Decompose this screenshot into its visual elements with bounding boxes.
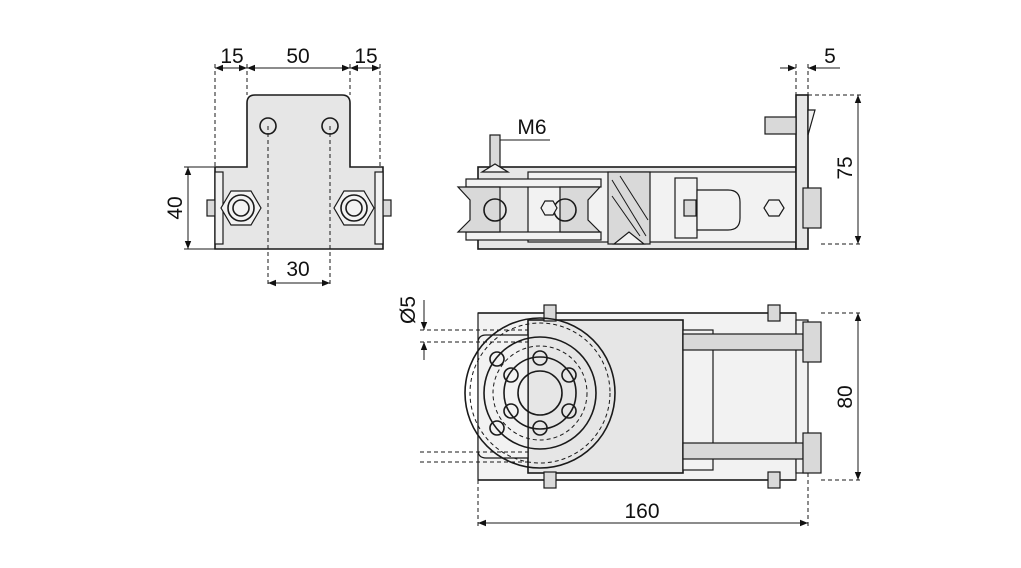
dim-length: 160 — [624, 500, 659, 523]
side-view: M6 5 75 — [456, 45, 862, 250]
dim-plate-thickness: 5 — [824, 45, 836, 68]
front-view: 15 50 15 40 30 — [164, 45, 392, 287]
top-view: Ø5 80 160 — [397, 296, 862, 527]
plate-bolt — [764, 116, 797, 135]
dim-hole-span-top: 50 — [286, 45, 309, 68]
dim-right-margin: 15 — [354, 45, 377, 68]
dim-left-margin: 15 — [220, 45, 243, 68]
tie-rod-bottom — [682, 442, 804, 460]
hex-nut-right — [333, 190, 375, 226]
thread-label: M6 — [517, 116, 546, 139]
dim-width: 80 — [834, 385, 857, 408]
dim-height: 40 — [164, 196, 187, 219]
dim-diameter: Ø5 — [397, 296, 420, 324]
wheel — [464, 317, 616, 469]
dim-hole-span-bottom: 30 — [286, 258, 309, 281]
hex-nut-left — [220, 190, 262, 226]
tie-rod-top — [682, 333, 804, 351]
dim-plate-height: 75 — [834, 156, 857, 179]
